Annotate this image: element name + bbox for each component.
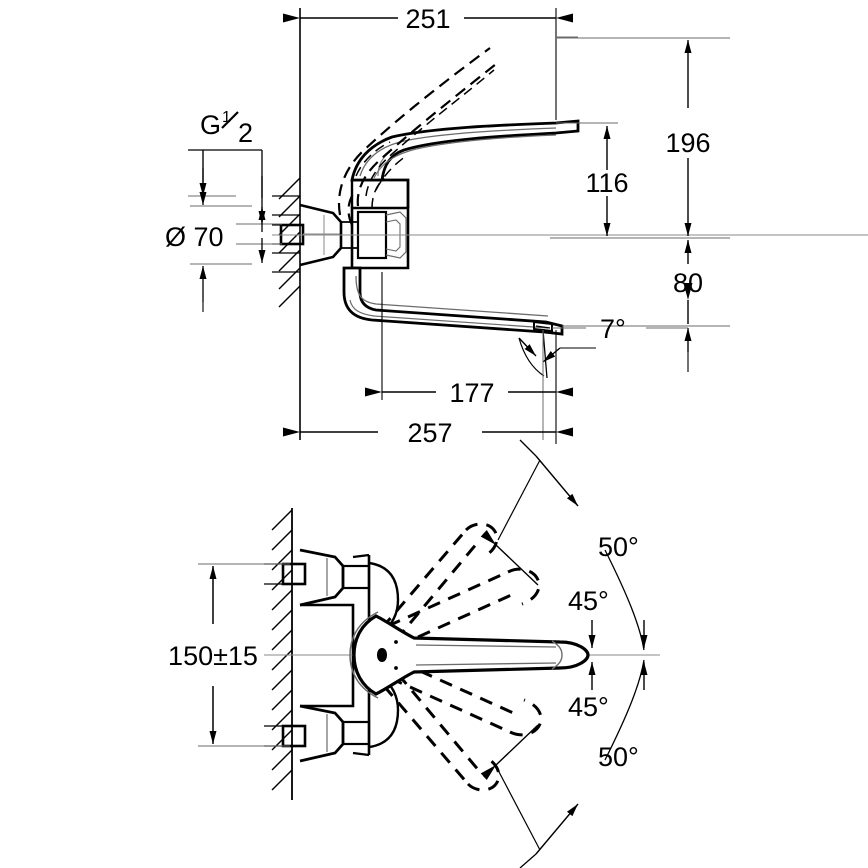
dim-diameter-70: Ø 70: [165, 150, 282, 312]
dim-diameter-70-label: Ø 70: [165, 222, 224, 252]
lever-swing-lower-dashed: [382, 660, 543, 792]
dim-150-plus-minus-15: 150±15: [168, 563, 290, 747]
dim-50-degrees-lower: 50°: [480, 659, 645, 868]
dim-196-label: 196: [665, 128, 710, 158]
lever-handle-raised-dashed-inner: [355, 69, 495, 209]
dim-257: 257: [283, 418, 573, 448]
plan-view: 150±15 50° 45° 45° 50°: [168, 439, 660, 868]
dim-177: 177: [365, 272, 573, 444]
dim-251: 251: [283, 4, 578, 120]
escutcheon-lower-plan: [299, 704, 345, 763]
inlet-nipple-upper-plan: [264, 562, 307, 586]
swing-boundary-rays: [497, 459, 541, 851]
dim-50-degrees-upper: 50°: [480, 439, 645, 651]
lever-handle-raised-dashed: [337, 47, 497, 226]
dim-116-label: 116: [585, 168, 628, 198]
dim-257-label: 257: [407, 418, 452, 448]
dim-thread-label: G: [200, 110, 221, 140]
dim-80: 80: [562, 240, 730, 372]
dim-45-degrees-lower: 45°: [568, 662, 648, 722]
lever-handle-elevation: [350, 119, 580, 182]
dim-116: 116: [550, 122, 629, 239]
dim-196: 196: [556, 37, 730, 239]
dim-50-upper-label: 50°: [598, 532, 639, 562]
mixer-body-elevation: [350, 178, 410, 270]
dim-45-degrees-upper: 45°: [568, 586, 648, 648]
wall-surface-ticks: [272, 195, 300, 273]
dim-80-label: 80: [673, 268, 703, 298]
dim-251-label: 251: [405, 4, 450, 34]
dim-45-upper-label: 45°: [568, 586, 609, 616]
pivot-circle-plan: [349, 611, 379, 699]
dim-150-label: 150±15: [168, 641, 258, 671]
dim-50-lower-label: 50°: [598, 742, 639, 772]
dim-thread-numerator: 1: [222, 109, 231, 126]
dim-7-degrees: 7°: [518, 314, 688, 440]
side-elevation-view: 251 G 1 2 Ø 70: [165, 4, 868, 448]
dim-45-lower-label: 45°: [568, 692, 609, 722]
inlet-nipple-lower-plan: [264, 724, 307, 748]
lever-swing-upper-dashed: [380, 522, 541, 648]
lever-handle-plan: [352, 614, 590, 696]
dim-thread-denominator: 2: [238, 118, 253, 148]
wall-hatch-plan: [271, 509, 293, 791]
spout-elevation: [342, 266, 564, 336]
dim-g-half: G 1 2: [188, 109, 282, 225]
dim-7-degrees-label: 7°: [600, 314, 626, 344]
escutcheon-upper-plan: [299, 548, 345, 607]
dim-177-label: 177: [449, 378, 494, 408]
